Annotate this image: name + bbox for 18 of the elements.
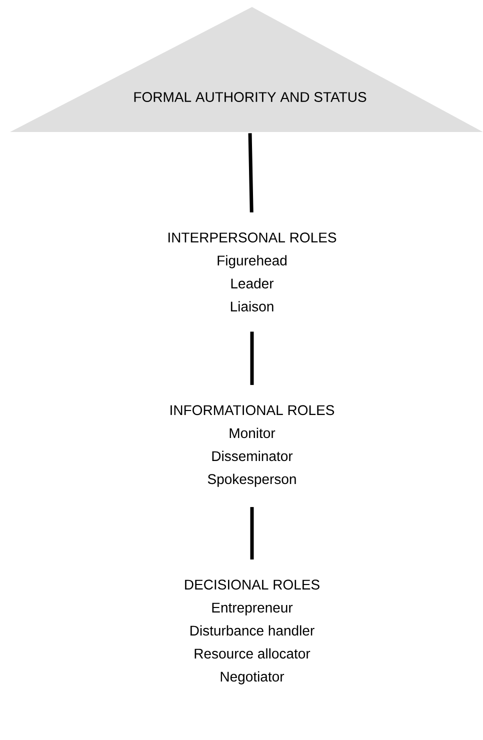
role-name: Disseminator — [212, 450, 293, 462]
role-name: Monitor — [230, 428, 276, 438]
role-heading: INTERPERSONAL ROLES — [168, 232, 336, 242]
role-name: Spokesperson — [208, 474, 296, 487]
role-name: Disturbance handler — [190, 625, 314, 636]
role-name: Entrepreneur — [212, 602, 293, 616]
connector-line — [250, 507, 254, 560]
role-name: Liaison — [230, 301, 274, 312]
role-name: Negotiator — [220, 671, 284, 684]
triangle — [10, 7, 483, 132]
role-name: Resource allocator — [194, 648, 310, 659]
role-name: Figurehead — [218, 255, 286, 268]
connector-line — [250, 332, 254, 385]
role-name: Leader — [231, 278, 274, 288]
role-heading: INFORMATIONAL ROLES — [170, 405, 334, 416]
role-heading: DECISIONAL ROLES — [185, 580, 320, 590]
triangle-label: FORMAL AUTHORITY AND STATUS — [134, 92, 366, 102]
connector-line — [248, 133, 254, 212]
